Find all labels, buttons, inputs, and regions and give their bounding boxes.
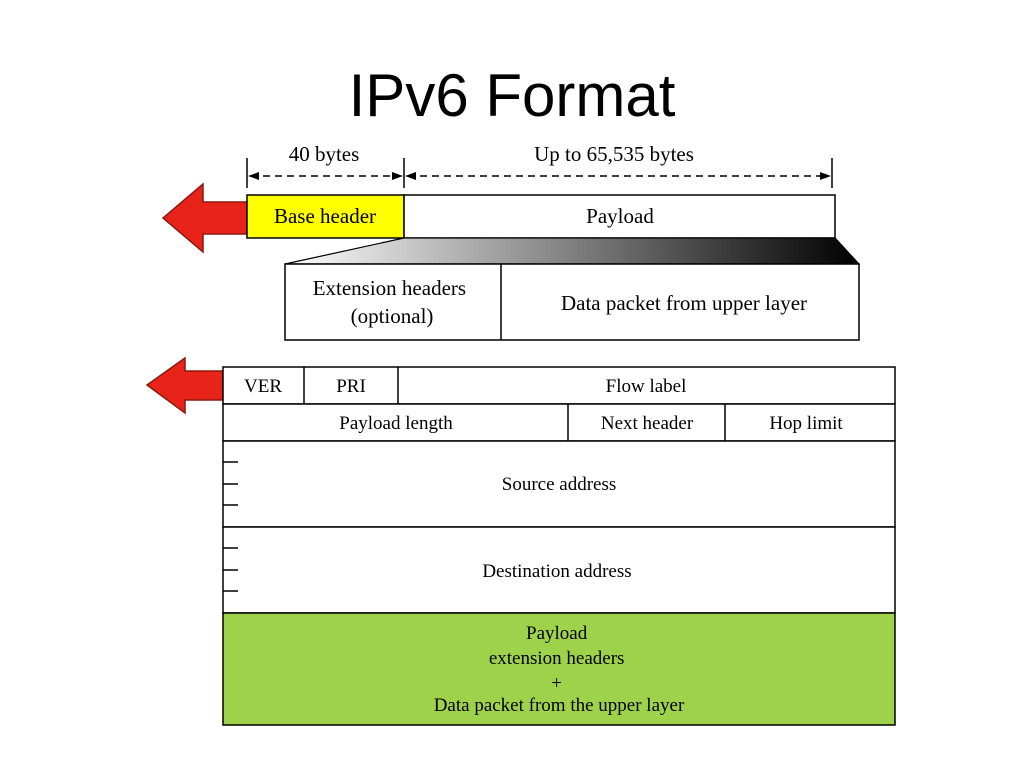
header-table [222, 366, 896, 726]
payload-block-line-4: Data packet from the upper layer [434, 695, 685, 716]
next-header-label: Next header [601, 413, 694, 434]
payload-block-text: Payload extension headers + Data packet … [434, 623, 685, 716]
base-header-box [246, 194, 405, 239]
ver-label: VER [244, 376, 282, 397]
left-arrow-icon [161, 182, 248, 254]
page-title: IPv6 Format [348, 62, 676, 129]
extension-headers-line-1: Extension headers [313, 276, 466, 300]
extension-headers-line-2: (optional) [351, 304, 434, 328]
dim-label-header: 40 bytes [289, 142, 360, 166]
expanded-payload-box [284, 263, 860, 341]
payload-block-line-1: Payload [526, 623, 588, 644]
payload-green-block [222, 612, 896, 726]
payload-block-line-3: + [551, 673, 562, 694]
payload-label: Payload [586, 204, 654, 228]
source-address-label: Source address [502, 474, 617, 495]
payload-length-label: Payload length [339, 413, 453, 434]
destination-address-label: Destination address [482, 561, 631, 582]
dim-label-payload: Up to 65,535 bytes [534, 142, 694, 166]
payload-expansion-gradient [284, 237, 861, 265]
payload-block-line-2: extension headers [489, 648, 625, 669]
dimension-line [246, 158, 833, 188]
dimension-arrowheads [248, 172, 831, 180]
hop-limit-label: Hop limit [769, 413, 843, 434]
extension-headers-label: Extension headers (optional) [313, 276, 472, 328]
left-arrow-icon [145, 356, 224, 415]
flow-label-label: Flow label [606, 376, 687, 397]
pri-label: PRI [336, 376, 366, 397]
data-packet-label: Data packet from upper layer [561, 291, 807, 315]
base-header-label: Base header [274, 204, 376, 228]
